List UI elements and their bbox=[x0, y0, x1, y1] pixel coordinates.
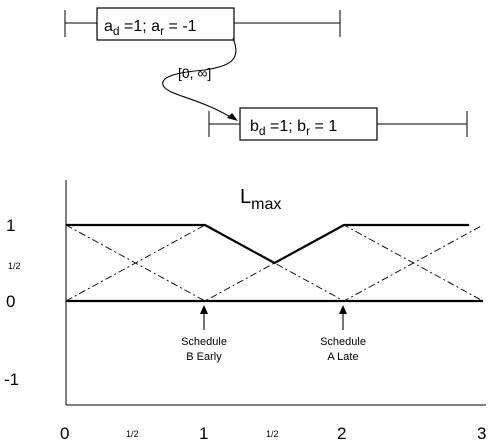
activity-a-box bbox=[96, 7, 235, 41]
y-tick-label-neg1: -1 bbox=[4, 370, 19, 389]
activity-b-box bbox=[239, 107, 378, 141]
activity-a-label: ad =1; ar = -1 bbox=[104, 18, 197, 38]
series-line-3 bbox=[65, 224, 484, 302]
annotation-schedule-b-early: Schedule B Early bbox=[181, 305, 227, 363]
precedence-arrow: [0, ∞] bbox=[162, 37, 238, 121]
x-tick-label-2: 2 bbox=[337, 424, 346, 443]
annotation-a-line1: Schedule bbox=[320, 336, 366, 348]
x-tick-label-half-a: 1/2 bbox=[126, 429, 139, 439]
y-tick-label-1: 1 bbox=[6, 216, 15, 235]
y-tick-label-0: 0 bbox=[6, 292, 15, 311]
graph: Lmax 1 1/2 0 -1 0 1/2 1 1/2 2 3 Schedule… bbox=[4, 180, 486, 443]
activity-b-label: bd =1; br = 1 bbox=[250, 118, 337, 138]
timeline-a: ad =1; ar = -1 bbox=[64, 7, 341, 41]
annotation-b-line1: Schedule bbox=[181, 336, 227, 348]
x-tick-label-half-b: 1/2 bbox=[266, 429, 279, 439]
annotation-a-line2: A Late bbox=[327, 351, 358, 363]
y-tick-label-half: 1/2 bbox=[8, 261, 21, 271]
x-tick-label-3: 3 bbox=[477, 424, 486, 443]
graph-title: Lmax bbox=[240, 186, 281, 213]
series-layer bbox=[65, 223, 484, 303]
annotation-b-line2: B Early bbox=[186, 351, 222, 363]
x-tick-label-0: 0 bbox=[60, 424, 69, 443]
timeline-b: bd =1; br = 1 bbox=[208, 107, 468, 141]
series-line-1 bbox=[66, 223, 470, 265]
interval-label: [0, ∞] bbox=[178, 65, 211, 81]
x-tick-label-1: 1 bbox=[199, 424, 208, 443]
annotation-schedule-a-late: Schedule A Late bbox=[320, 305, 366, 363]
